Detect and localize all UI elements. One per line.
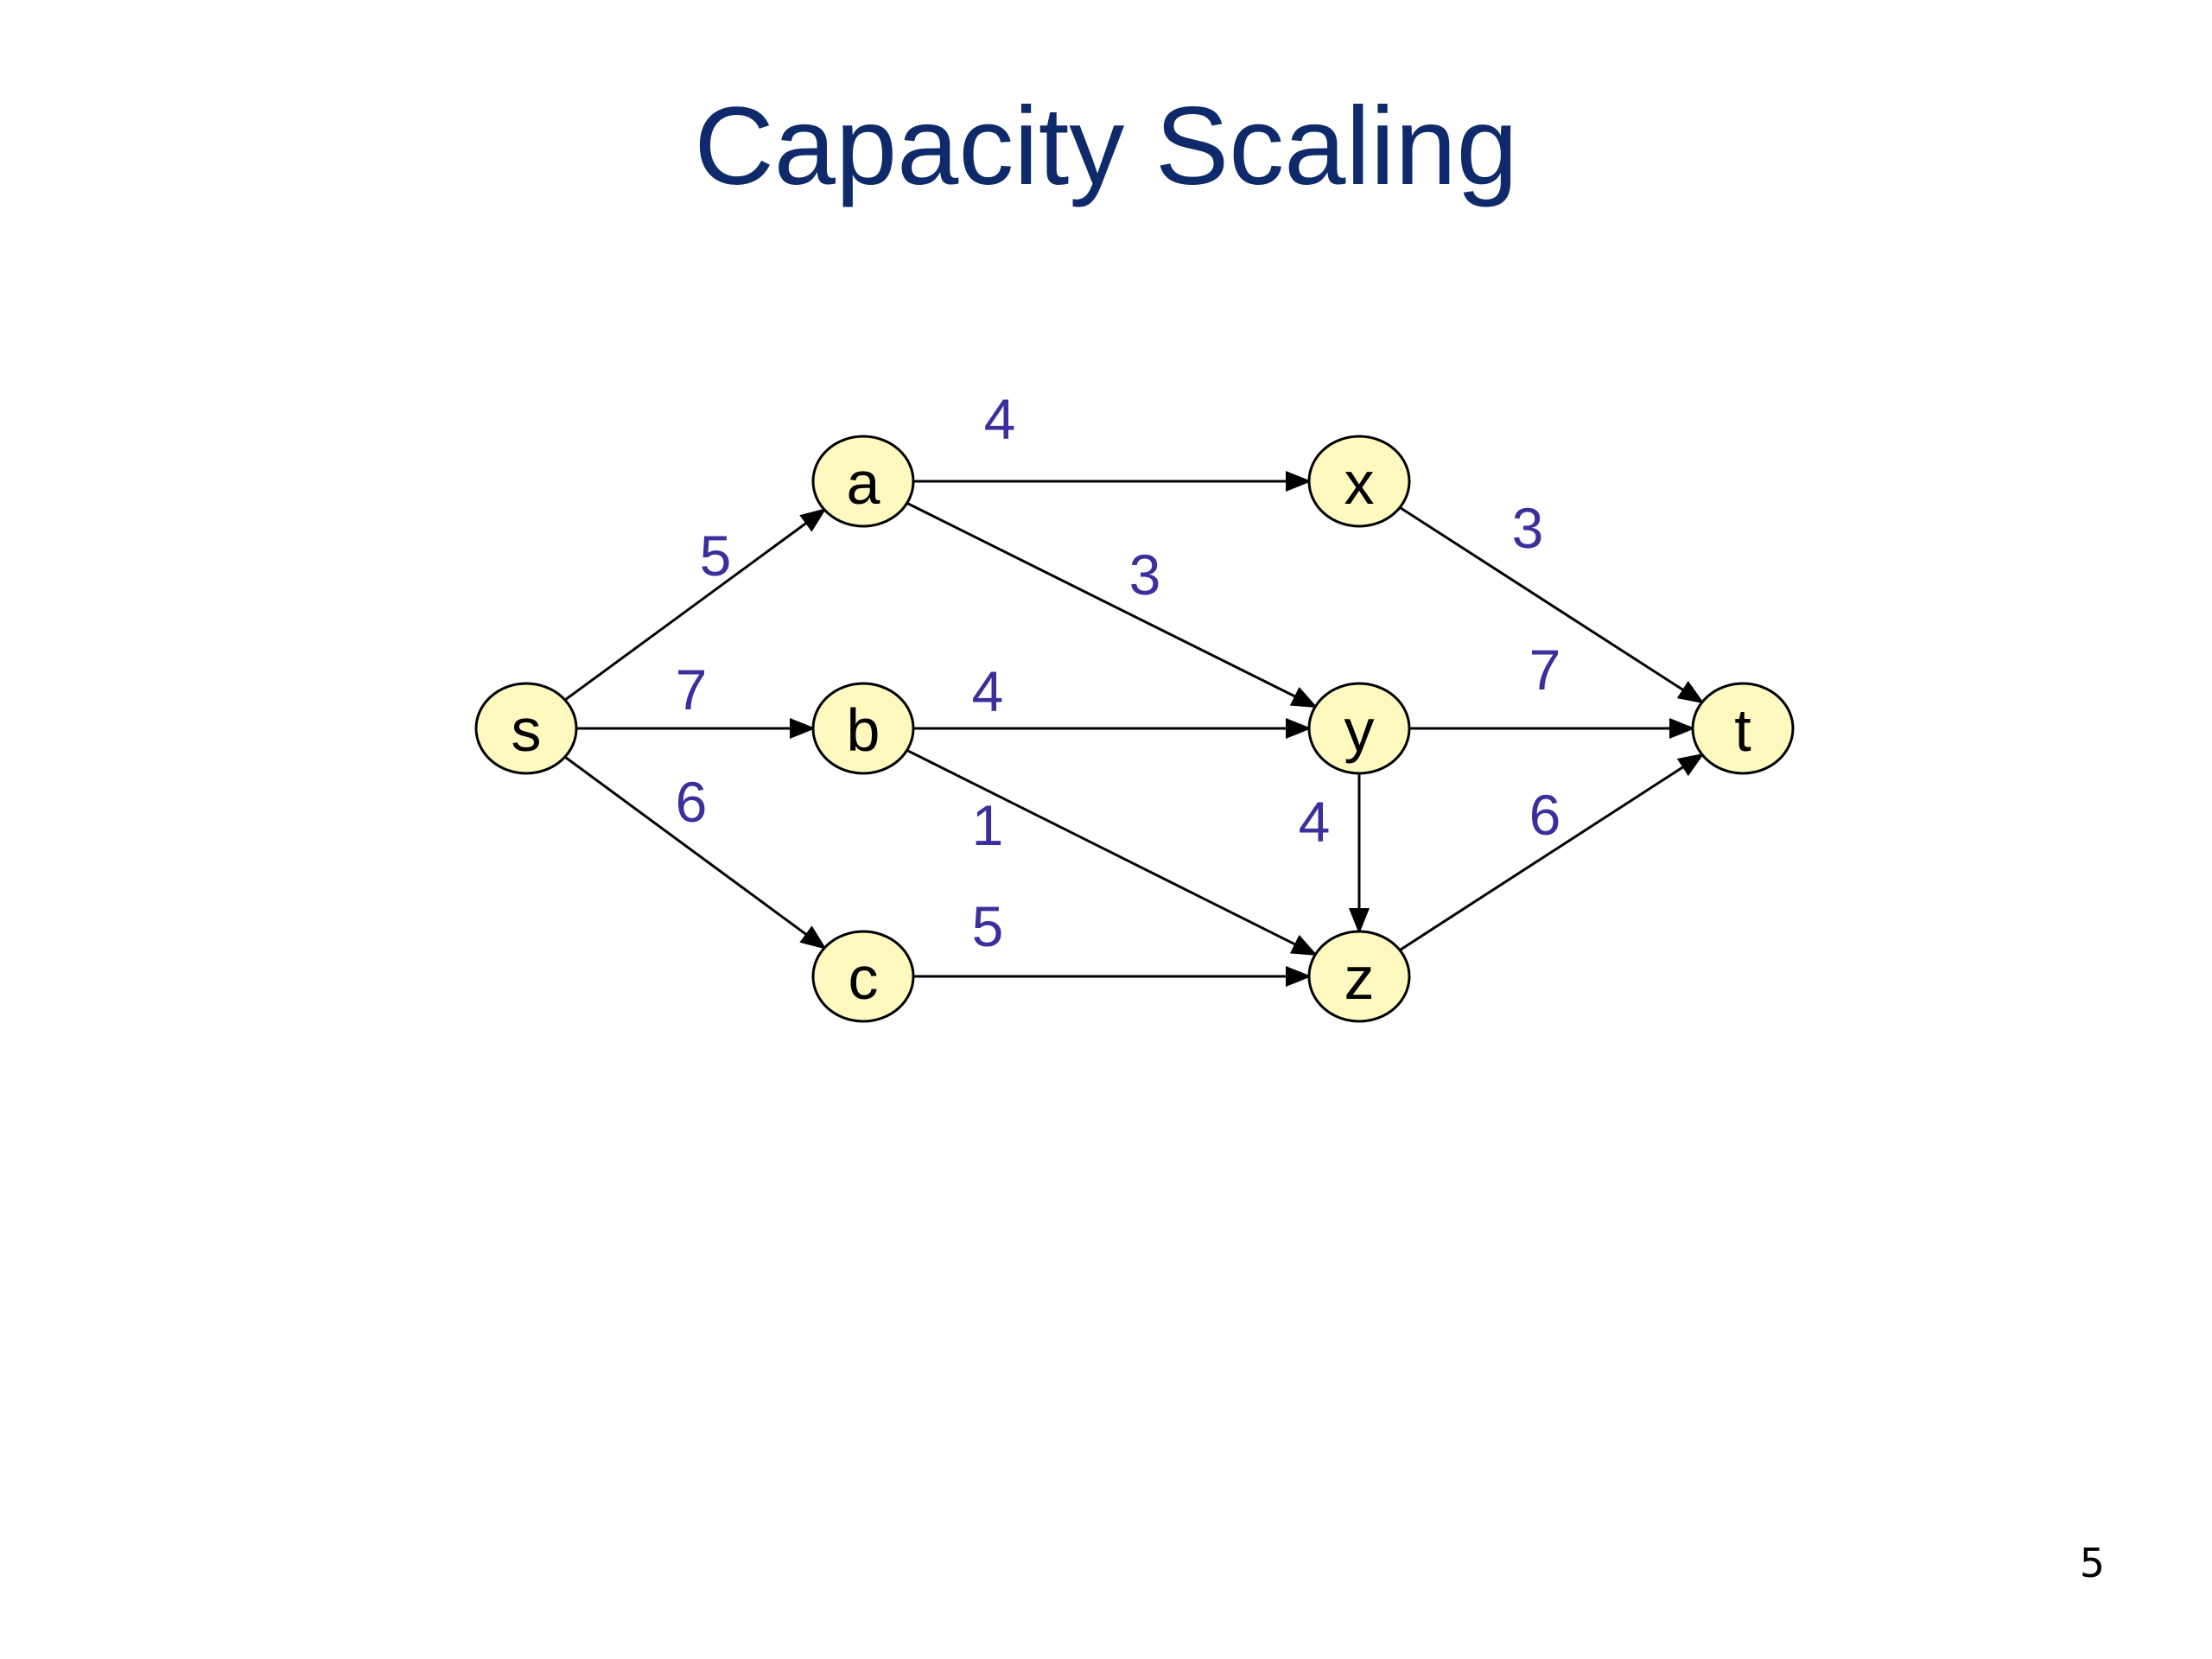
node-circle-s: [474, 682, 578, 775]
edge-x-t: [1399, 506, 1705, 704]
capacity-label-a-x: 4: [984, 387, 1016, 451]
node-label-z: z: [1344, 944, 1375, 1012]
capacity-label-a-y: 3: [1129, 543, 1161, 607]
edges-layer: [563, 471, 1705, 987]
capacity-label-b-y: 4: [972, 659, 1004, 723]
capacity-label-s-a: 5: [700, 524, 732, 588]
node-circle-z: [1307, 930, 1411, 1023]
node-circle-c: [811, 930, 915, 1023]
capacities-layer: 5 7 6 4 3 4 1 5 3 7 4 6: [676, 387, 1561, 958]
node-label-t: t: [1734, 696, 1751, 764]
node-x: x: [1307, 435, 1411, 528]
node-circle-x: [1307, 435, 1411, 528]
page-number: 5: [2079, 1540, 2105, 1586]
node-label-x: x: [1344, 449, 1375, 517]
node-c: c: [811, 930, 915, 1023]
node-z: z: [1307, 930, 1411, 1023]
node-circle-a: [811, 435, 915, 528]
capacity-label-x-t: 3: [1512, 496, 1544, 560]
node-label-b: b: [847, 696, 880, 764]
node-circle-y: [1307, 682, 1411, 775]
edge-b-z: [906, 748, 1319, 957]
capacity-label-y-t: 7: [1529, 638, 1561, 702]
capacity-label-s-c: 6: [676, 770, 708, 834]
capacity-label-b-z: 1: [972, 793, 1004, 857]
node-circle-t: [1691, 682, 1795, 775]
capacity-label-s-b: 7: [676, 658, 708, 721]
node-label-c: c: [849, 944, 879, 1012]
node-circle-b: [811, 682, 915, 775]
node-label-a: a: [847, 449, 880, 517]
capacity-label-z-t: 6: [1529, 783, 1561, 847]
capacity-label-y-z: 4: [1299, 790, 1331, 854]
node-label-y: y: [1344, 696, 1375, 764]
edge-a-y: [906, 501, 1318, 709]
nodes-layer: s a b c x y z t: [474, 435, 1795, 1023]
node-a: a: [811, 435, 915, 528]
edge-s-c: [563, 755, 827, 950]
edge-s-a: [564, 508, 827, 702]
node-label-s: s: [512, 696, 542, 764]
node-s: s: [474, 682, 578, 775]
node-t: t: [1691, 682, 1795, 775]
slide-title: Capacity Scaling: [694, 85, 1518, 208]
node-y: y: [1307, 682, 1411, 775]
capacity-label-c-z: 5: [972, 894, 1004, 958]
node-b: b: [811, 682, 915, 775]
edge-z-t: [1399, 753, 1705, 951]
